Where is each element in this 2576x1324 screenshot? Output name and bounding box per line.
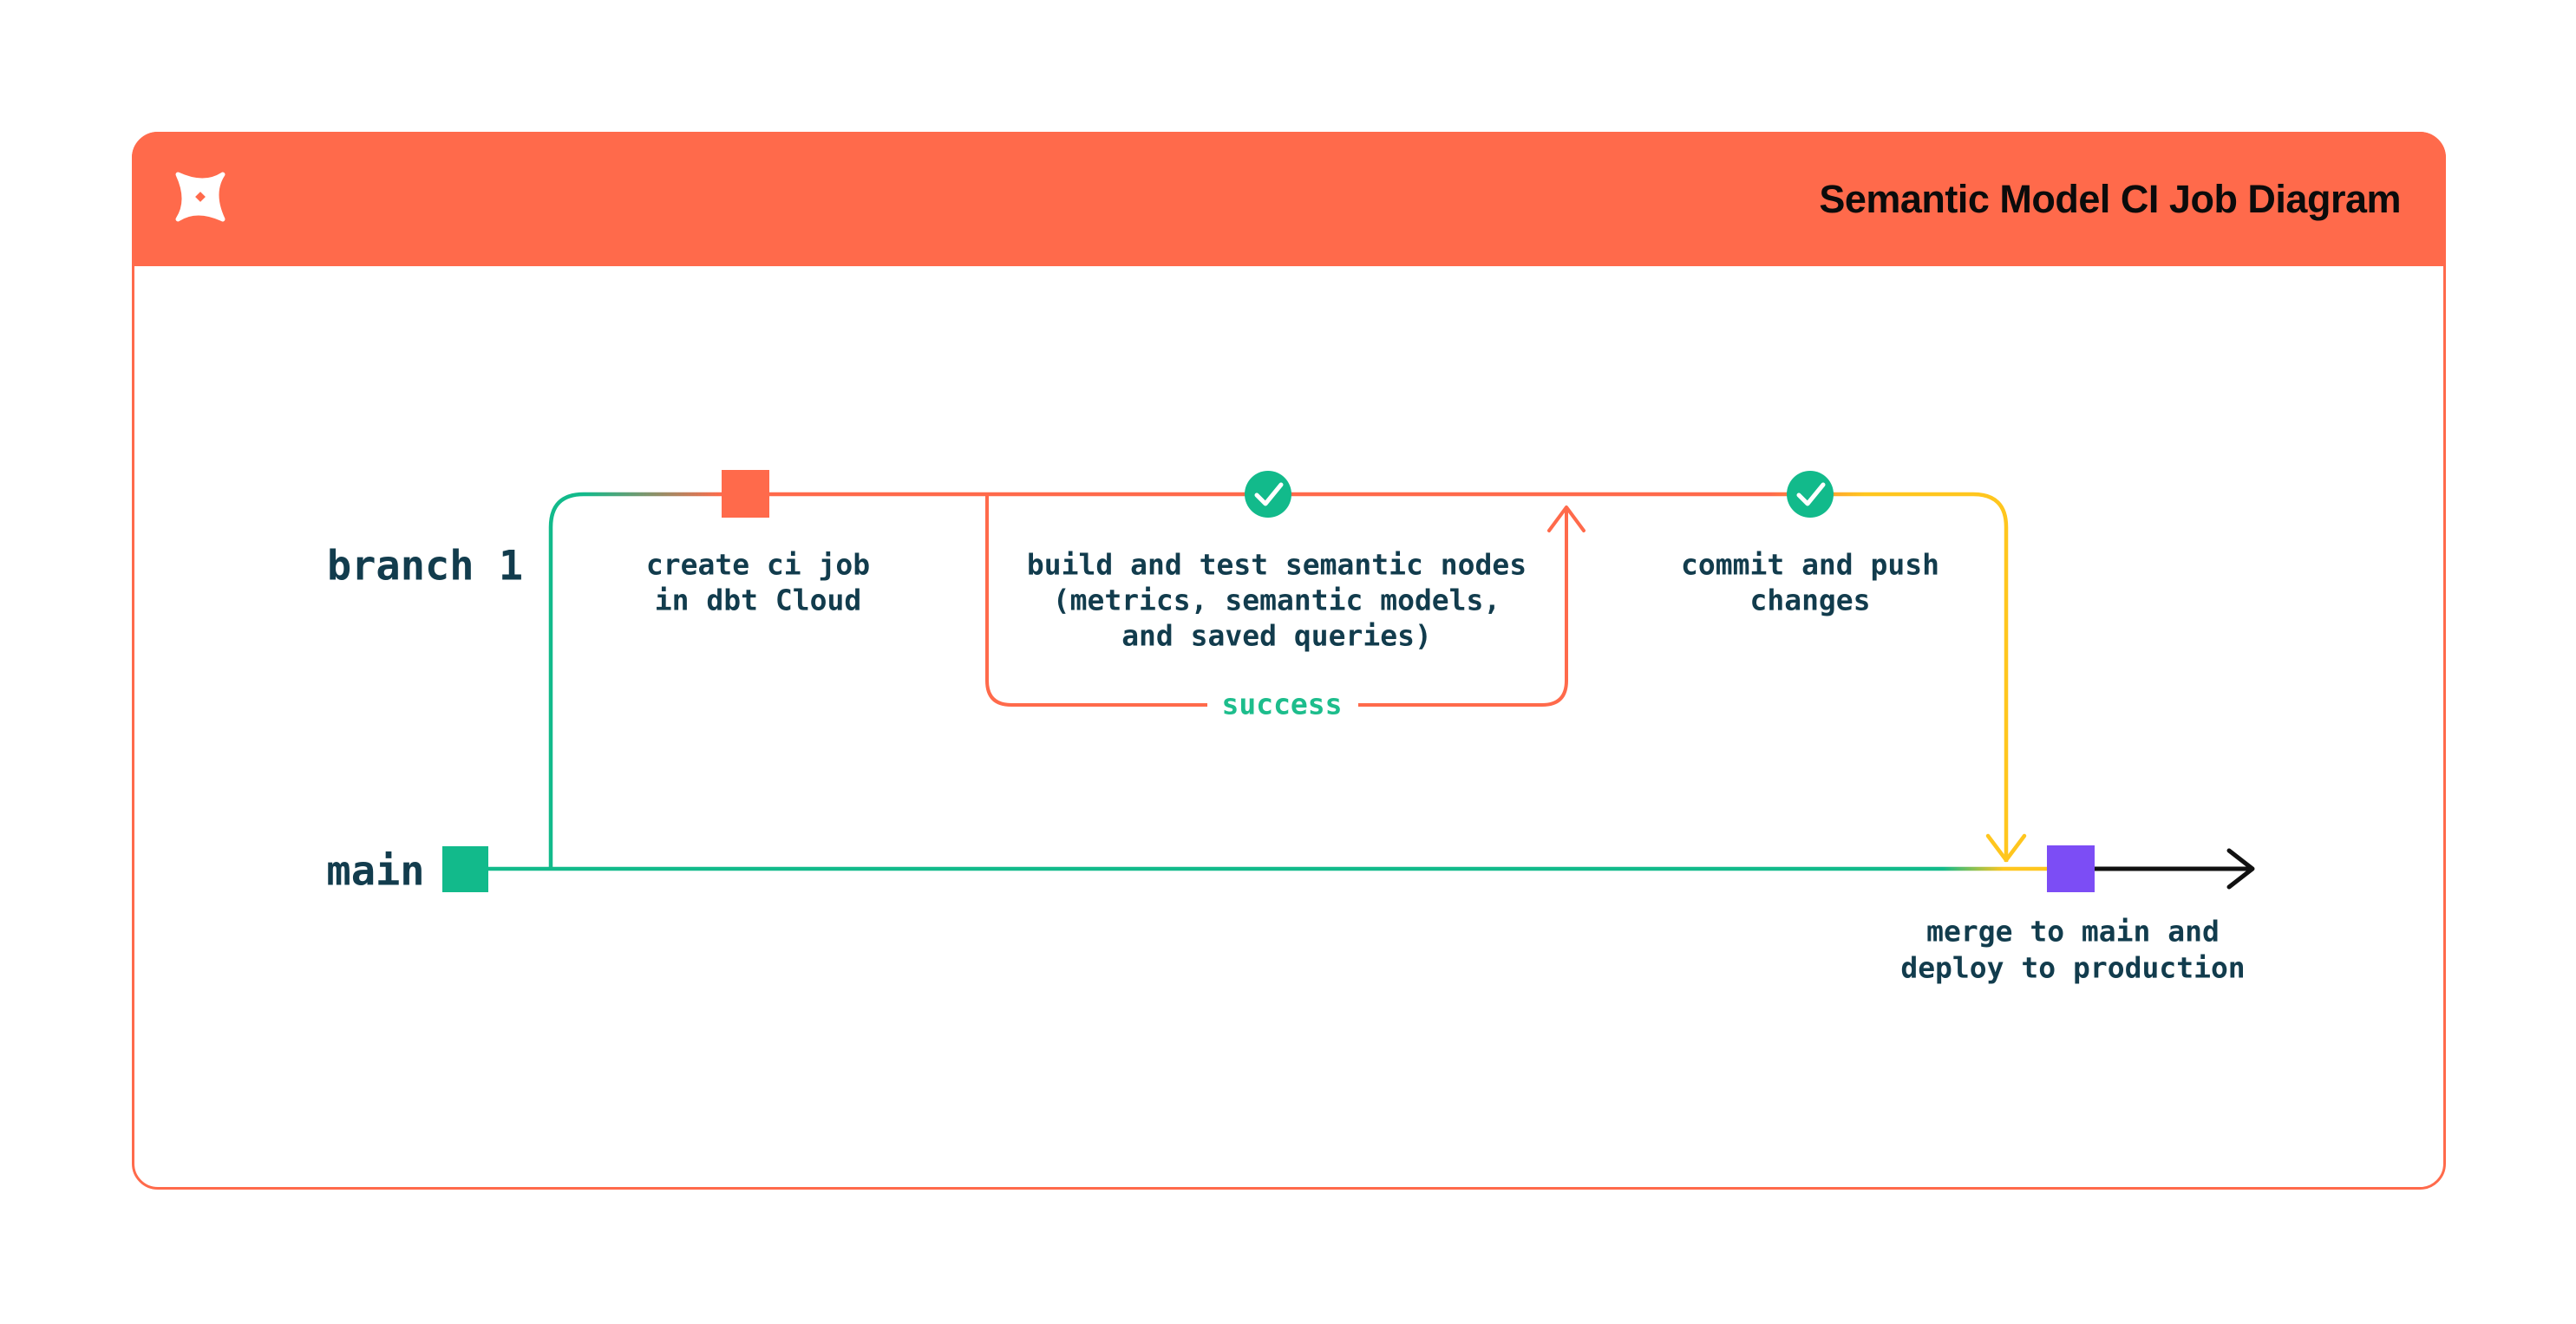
node-create-ci-job-line1: create ci job (645, 547, 871, 582)
diagram-card: Semantic Model CI Job Diagram (132, 132, 2446, 1190)
node-merge-deploy-line2: deploy to production (1900, 950, 2246, 985)
card-header: Semantic Model CI Job Diagram (132, 132, 2446, 266)
dbt-logo-icon (175, 172, 226, 222)
node-commit-push-line1: commit and push (1680, 547, 1940, 582)
diagram-title: Semantic Model CI Job Diagram (1819, 176, 2401, 221)
node-build-test-line2: (metrics, semantic models, (1052, 583, 1501, 617)
success-label: success (1221, 687, 1343, 721)
lane-label-branch1: branch 1 (326, 542, 524, 590)
node-create-ci-job-line2: in dbt Cloud (654, 583, 862, 617)
node-build-test-line3: and saved queries) (1121, 618, 1432, 653)
node-merge-deploy-line1: merge to main and (1926, 914, 2220, 949)
lane-label-main: main (326, 847, 425, 896)
node-commit-push-line2: changes (1749, 583, 1871, 617)
node-build-test-line1: build and test semantic nodes (1026, 547, 1527, 582)
